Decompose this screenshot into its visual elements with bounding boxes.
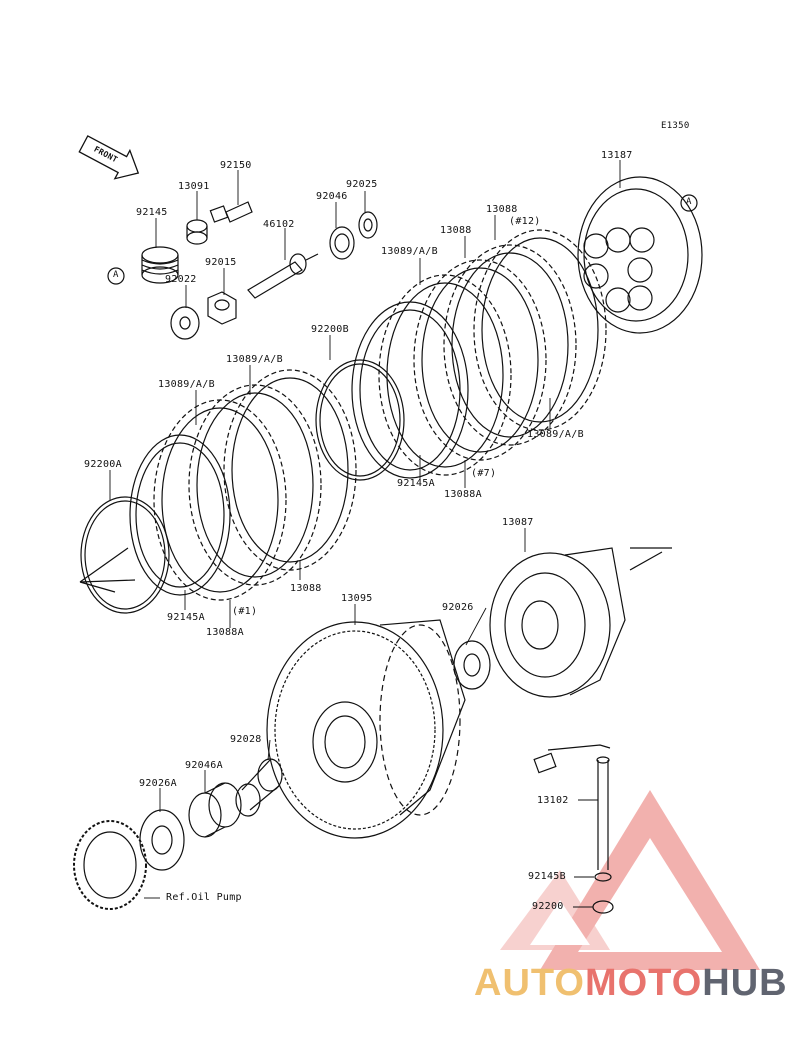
clutch-plate-stack-lower [129,369,357,601]
part-label-92145a-1: 92145A [397,478,435,489]
nut-92015 [207,291,237,325]
part-label-92026a: 92026A [139,778,177,789]
part-label-12: (#12) [509,216,541,227]
part-label-92145a-2: 92145A [167,612,205,623]
part-label-13087: 13087 [502,517,534,528]
part-label-13091: 13091 [178,181,210,192]
watermark-part1: AUTO [474,962,585,1004]
part-label-13088a-1: 13088A [444,489,482,500]
pushrod-46102 [247,253,319,299]
part-label-92200a: 92200A [84,459,122,470]
part-label-92025: 92025 [346,179,378,190]
spring-92145 [141,246,179,284]
part-label-13089-3: 13089/A/B [158,379,215,390]
part-label-13088-top: 13088 [486,204,518,215]
release-shaft-13102 [533,744,614,914]
ref-marker-circle-a-right [680,194,698,212]
watermark-part3: HUB [702,962,788,1004]
part-label-13089-2: 13089/A/B [226,354,283,365]
diagram-id: E1350 [661,121,690,131]
spring-ring-92200a [80,496,170,614]
part-label-13102: 13102 [537,795,569,806]
part-label-13088a-2: 13088A [206,627,244,638]
part-label-13095: 13095 [341,593,373,604]
clutch-housing-13095 [266,619,466,839]
part-label-92200b: 92200B [311,324,349,335]
watermark-triangle [500,790,760,970]
bolt-92150 [209,201,253,223]
part-label-92150: 92150 [220,160,252,171]
part-label-92046: 92046 [316,191,348,202]
part-label-92145b: 92145B [528,871,566,882]
washer-92022 [170,306,200,340]
front-arrow-icon [78,135,140,180]
part-label-92145: 92145 [136,207,168,218]
clutch-plate-stack-upper [351,229,607,479]
part-label-1: (#1) [232,606,258,617]
part-label-92200: 92200 [532,901,564,912]
part-label-92046a: 92046A [185,760,223,771]
part-label-46102: 46102 [263,219,295,230]
callout-leader-lines [109,160,621,908]
sleeve-92028 [235,758,283,817]
part-label-7: (#7) [471,468,497,479]
leader-lines-92200a [79,547,136,593]
bearing-92046 [329,226,355,260]
part-label-13089-1: 13089/A/B [381,246,438,257]
part-label-13187: 13187 [601,150,633,161]
needle-bearing-92046a [188,782,242,838]
watermark-logo: AUTOMOTOHUB [474,962,788,1005]
clutch-hub-13087 [489,547,672,698]
ref-marker-circle-a-left [107,267,125,285]
part-label-13088-b: 13088 [440,225,472,236]
oil-pump-gear [73,820,147,910]
ref-marker-a-right: A [686,197,692,207]
spring-ring-92200b [315,359,405,481]
washer-92025 [358,211,378,239]
part-label-13088-c: 13088 [290,583,322,594]
watermark-part2: MOTO [584,962,703,1004]
part-label-92028: 92028 [230,734,262,745]
pressure-plate-13187 [577,176,703,334]
part-label-92026: 92026 [442,602,474,613]
ref-oil-pump-label: Ref.Oil Pump [166,892,242,903]
collar-13091 [186,219,208,245]
part-label-92022: 92022 [165,274,197,285]
ref-marker-a-left: A [113,270,119,280]
part-label-92015: 92015 [205,257,237,268]
part-label-13089-4: 13089/A/B [527,429,584,440]
